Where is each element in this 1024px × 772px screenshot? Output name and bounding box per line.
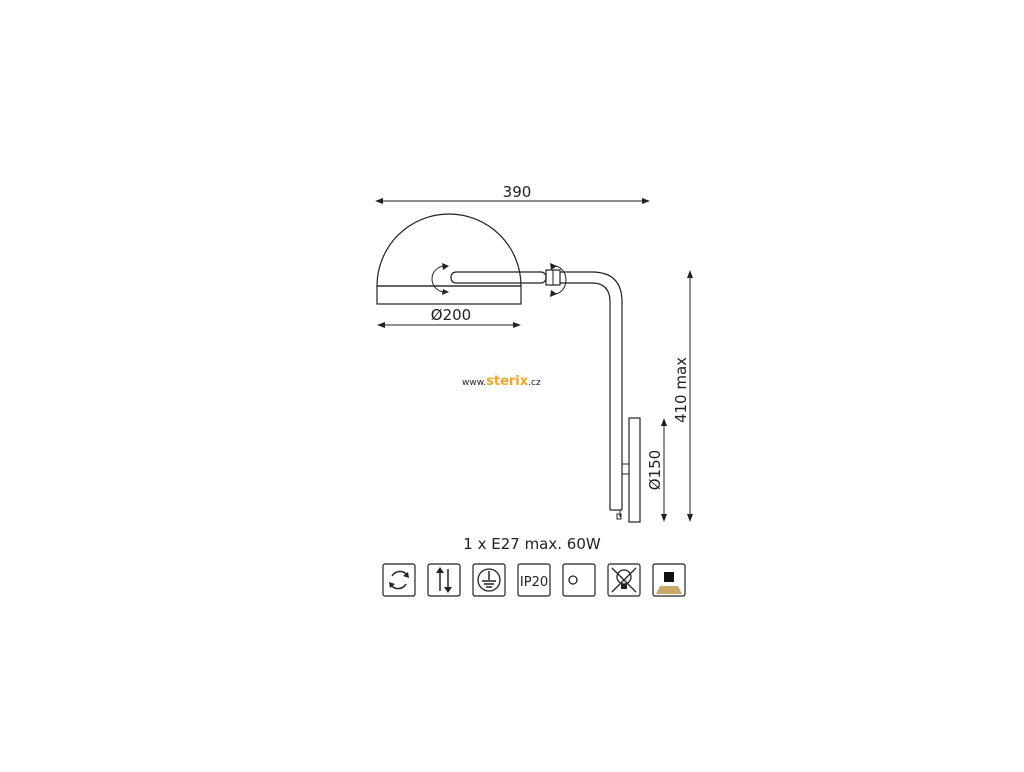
wall-base-plate: [628, 417, 641, 523]
base-diameter-label: Ø150: [646, 450, 664, 490]
horizontal-arm: [450, 269, 561, 286]
ip20-label: IP20: [520, 575, 548, 590]
watermark-brand: sterix: [486, 374, 529, 389]
height-dimension: 410 max: [672, 270, 693, 522]
height-label: 410 max: [672, 357, 690, 423]
width-dimension: 390: [375, 183, 650, 204]
shade-rotation-arrow: [431, 263, 449, 295]
color-finish-icon: [652, 563, 686, 597]
no-halogen-bulb-icon: [607, 563, 641, 597]
lamp-shade: [376, 213, 522, 305]
feature-icons: IP20: [382, 563, 686, 599]
shade-diameter-label: Ø200: [431, 306, 471, 324]
watermark-suffix: .cz: [528, 378, 541, 388]
earth-ground-icon: [472, 563, 506, 597]
shade-diameter-dimension: Ø200: [377, 306, 521, 328]
ip20-icon: IP20: [517, 563, 551, 597]
watermark-prefix: www.: [462, 378, 487, 388]
vertical-arm: [560, 271, 630, 511]
bulb-spec: 1 x E27 max. 60W: [463, 535, 601, 553]
width-label: 390: [503, 183, 532, 201]
adjustable-height-icon: [427, 563, 461, 597]
cord-switch: [616, 510, 622, 520]
switch-icon: [562, 563, 596, 597]
joint-rotation-arrow: [550, 263, 567, 297]
sterix-watermark: www.sterix.cz: [462, 374, 541, 389]
rotatable-icon: [382, 563, 416, 597]
base-diameter-dimension: Ø150: [646, 418, 667, 522]
